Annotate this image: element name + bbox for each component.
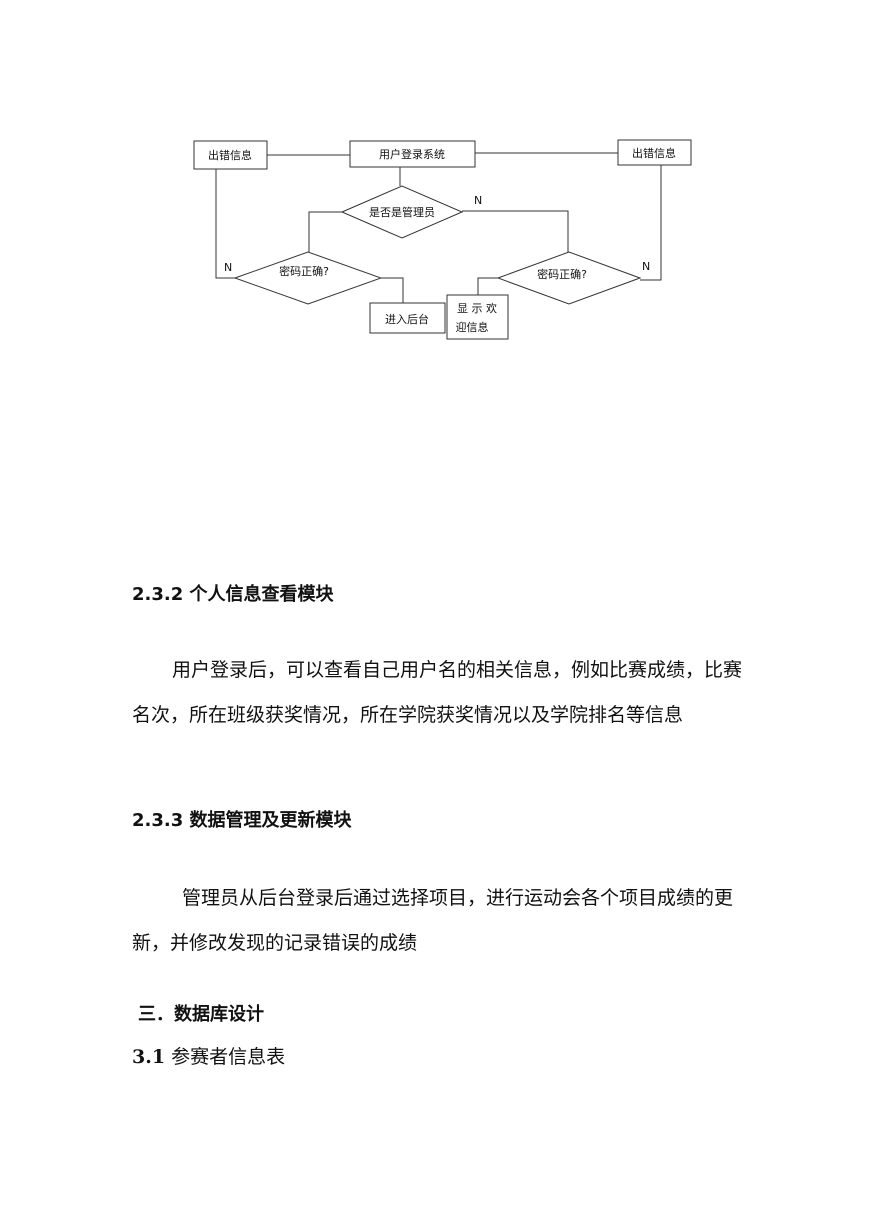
n-label-left: N (224, 261, 232, 274)
login-flowchart: 出错信息 用户登录系统 出错信息 是否是管理员 密码正确? 密码正确? 进入后台… (193, 139, 692, 340)
login-box (349, 140, 476, 168)
enter-backend-box (369, 302, 446, 334)
section-2-3-3-body: 管理员从后台登录后通过选择项目，进行运动会各个项目成绩的更新，并修改发现的记录错… (132, 887, 734, 954)
section-2-3-2-title: 2.3.2 个人信息查看模块 (132, 584, 334, 605)
password-check-diamond-right (496, 251, 642, 305)
section-2-3-3-title: 2.3.3 数据管理及更新模块 (132, 810, 352, 831)
section-3-1-number: 3.1 (132, 1046, 166, 1068)
welcome-label-line1: 显 示 欢 (457, 301, 497, 315)
is-admin-diamond (340, 185, 464, 239)
error-label-left: 出错信息 (208, 148, 252, 162)
welcome-label-line2: 迎信息 (456, 320, 489, 334)
section-3-title: 三．数据库设计 (138, 1004, 264, 1025)
pwd-label-right: 密码正确? (537, 267, 587, 281)
n-label-admin: N (474, 194, 482, 207)
password-check-diamond-left (233, 251, 383, 305)
is-admin-label: 是否是管理员 (369, 205, 435, 219)
pwd-label-left: 密码正确? (279, 264, 329, 278)
section-3-1-label: 参赛者信息表 (171, 1046, 286, 1068)
login-label: 用户登录系统 (379, 147, 445, 161)
error-label-right: 出错信息 (632, 146, 676, 160)
section-3-1-title: 3.1 参赛者信息表 (132, 1042, 285, 1069)
error-box-right (617, 139, 692, 166)
section-2-3-2-body: 用户登录后，可以查看自己用户名的相关信息，例如比赛成绩，比赛名次，所在班级获奖情… (132, 659, 743, 726)
enter-backend-label: 进入后台 (385, 312, 429, 326)
welcome-box (446, 294, 509, 340)
n-label-right: N (642, 260, 650, 273)
error-box-left (193, 140, 268, 170)
